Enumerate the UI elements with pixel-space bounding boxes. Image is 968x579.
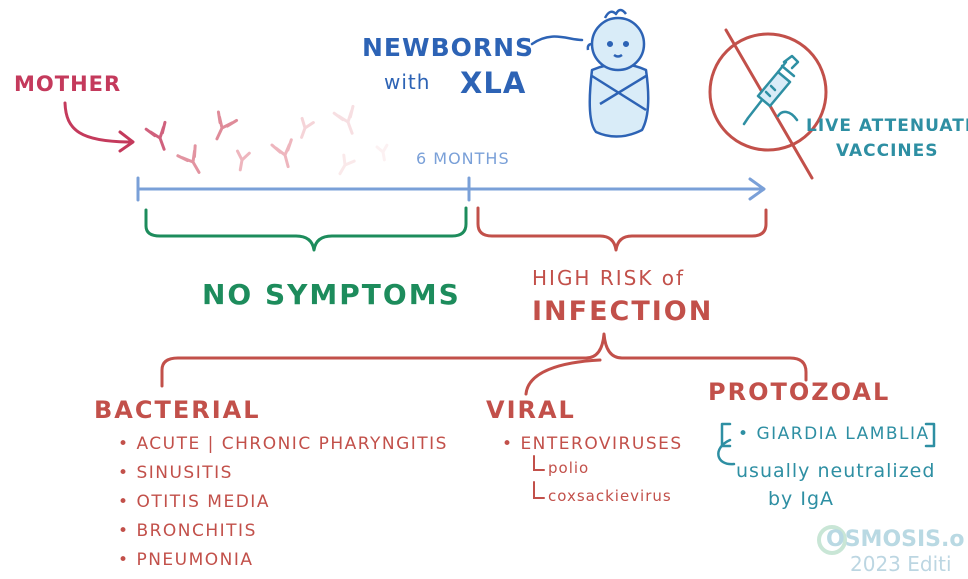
- bacterial-item-label: OTITIS MEDIA: [136, 492, 270, 512]
- bacterial-item-label: BRONCHITIS: [136, 521, 257, 541]
- no-symptoms-brace: [144, 206, 468, 252]
- bacterial-item-label: SINUSITIS: [136, 463, 233, 483]
- syringe-icon: [742, 54, 800, 126]
- iga-note-line1: usually neutralized: [736, 460, 936, 482]
- viral-item-label: ENTEROVIRUSES: [520, 434, 683, 454]
- viral-heading: VIRAL: [486, 396, 576, 424]
- osmosis-watermark: OSMOSIS.o: [826, 527, 965, 552]
- timeline-arrowhead: [748, 177, 766, 201]
- newborns-xla-label: XLA: [460, 66, 527, 100]
- bacterial-item-label: ACUTE | CHRONIC PHARYNGITIS: [136, 434, 448, 454]
- newborn-baby-illustration: [586, 8, 650, 138]
- mother-arrowhead: [118, 130, 135, 153]
- protozoal-heading: PROTOZOAL: [708, 378, 891, 406]
- newborns-label: NEWBORNS: [362, 33, 535, 62]
- infection-categories-brace: [160, 332, 808, 388]
- viral-item: • ENTEROVIRUSES: [502, 434, 683, 454]
- newborn-connector: [530, 35, 584, 46]
- high-risk-label: HIGH RISK of: [532, 266, 686, 290]
- edition-watermark: 2023 Editi: [850, 552, 952, 576]
- high-risk-brace: [476, 206, 768, 252]
- giardia-bracket-left: [720, 422, 732, 448]
- mother-arrow: [63, 101, 134, 144]
- giardia-bracket-right: [924, 422, 936, 448]
- coxsackie-connector: [533, 481, 545, 499]
- vaccines-label-line1: LIVE ATTENUATED: [806, 116, 968, 136]
- bacterial-item-label: PNEUMONIA: [136, 550, 254, 570]
- vaccine-connector: [776, 110, 799, 122]
- bacterial-item: • PNEUMONIA: [118, 550, 254, 570]
- antibody-icons: [144, 104, 389, 176]
- viral-subitem-polio: polio: [548, 459, 590, 477]
- protozoal-item-label: GIARDIA LAMBLIA: [756, 424, 930, 444]
- bacterial-heading: BACTERIAL: [94, 396, 261, 424]
- mother-label: MOTHER: [14, 72, 122, 96]
- polio-connector: [533, 455, 545, 471]
- bacterial-item: • SINUSITIS: [118, 463, 233, 483]
- iga-note-line2: by IgA: [768, 488, 835, 510]
- viral-branch: [524, 358, 602, 396]
- iga-connector: [717, 438, 736, 466]
- bacterial-item: • ACUTE | CHRONIC PHARYNGITIS: [118, 434, 448, 454]
- protozoal-item: • GIARDIA LAMBLIA: [738, 424, 930, 444]
- six-months-label: 6 MONTHS: [416, 149, 510, 168]
- infection-label: INFECTION: [532, 296, 714, 327]
- bacterial-item: • BRONCHITIS: [118, 521, 257, 541]
- osmosis-logo-icon: [817, 525, 847, 555]
- viral-subitem-coxsackievirus: coxsackievirus: [548, 487, 672, 505]
- newborns-with-label: with: [384, 70, 431, 94]
- no-symptoms-label: NO SYMPTOMS: [202, 278, 461, 311]
- vaccines-label-line2: VACCINES: [836, 141, 939, 161]
- bacterial-item: • OTITIS MEDIA: [118, 492, 270, 512]
